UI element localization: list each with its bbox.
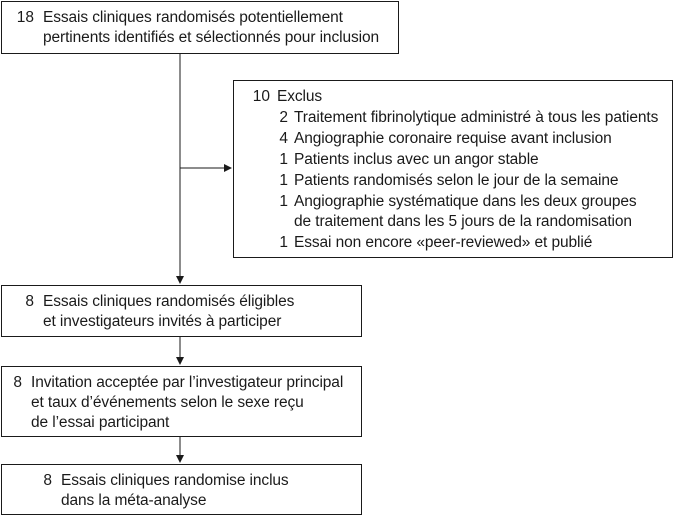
excluded-item-text: Angiographie coronaire requise avant inc… (294, 130, 612, 147)
excluded-item-count: 1 (279, 193, 288, 210)
identified-count: 18 (16, 9, 34, 26)
eligible-count: 8 (25, 293, 34, 310)
excluded-item-text: Patients inclus avec un angor stable (294, 151, 539, 168)
excluded-item-count: 4 (279, 130, 288, 147)
included-text-line-1: Essais cliniques randomise inclus (61, 472, 289, 489)
included-count: 8 (43, 472, 52, 489)
excluded-item-text: Traitement fibrinolytique administré à t… (294, 109, 659, 126)
identified-text-line-1: Essais cliniques randomisés potentiellem… (43, 9, 343, 26)
identified-text-line-2: pertinents identifiés et sélectionnés po… (43, 29, 380, 46)
excluded-item-text: Essai non encore «peer-reviewed» et publ… (294, 234, 593, 251)
accepted-count: 8 (13, 374, 22, 391)
excluded-item-count: 1 (279, 234, 288, 251)
box-excluded: 10 Exclus 2 Traitement fibrinolytique ad… (233, 80, 673, 258)
box-included-meta-analysis: 8 Essais cliniques randomise inclus dans… (1, 464, 362, 515)
accepted-text-line-2: et taux d’événements selon le sexe reçu (31, 394, 304, 411)
excluded-item-text: Angiographie systématique dans les deux … (294, 193, 637, 210)
box-identified-trials: 18 Essais cliniques randomisés potentiel… (1, 1, 399, 54)
excluded-item-count: 1 (279, 151, 288, 168)
excluded-title: Exclus (277, 88, 323, 105)
excluded-item-text: Patients randomisés selon le jour de la … (294, 172, 619, 189)
eligible-text-line-2: et investigateurs invités à participer (43, 313, 282, 330)
accepted-text-line-1: Invitation acceptée par l’investigateur … (31, 374, 344, 391)
excluded-item-text: de traitement dans les 5 jours de la ran… (294, 213, 632, 230)
box-eligible-trials: 8 Essais cliniques randomisés éligibles … (1, 285, 362, 337)
eligible-text-line-1: Essais cliniques randomisés éligibles (43, 293, 295, 310)
accepted-text-line-3: de l’essai participant (31, 414, 170, 431)
excluded-item-count: 1 (279, 172, 288, 189)
excluded-count: 10 (252, 88, 270, 105)
excluded-item-count: 2 (279, 109, 288, 126)
box-invitation-accepted: 8 Invitation acceptée par l’investigateu… (1, 366, 362, 437)
included-text-line-2: dans la méta-analyse (61, 492, 207, 509)
